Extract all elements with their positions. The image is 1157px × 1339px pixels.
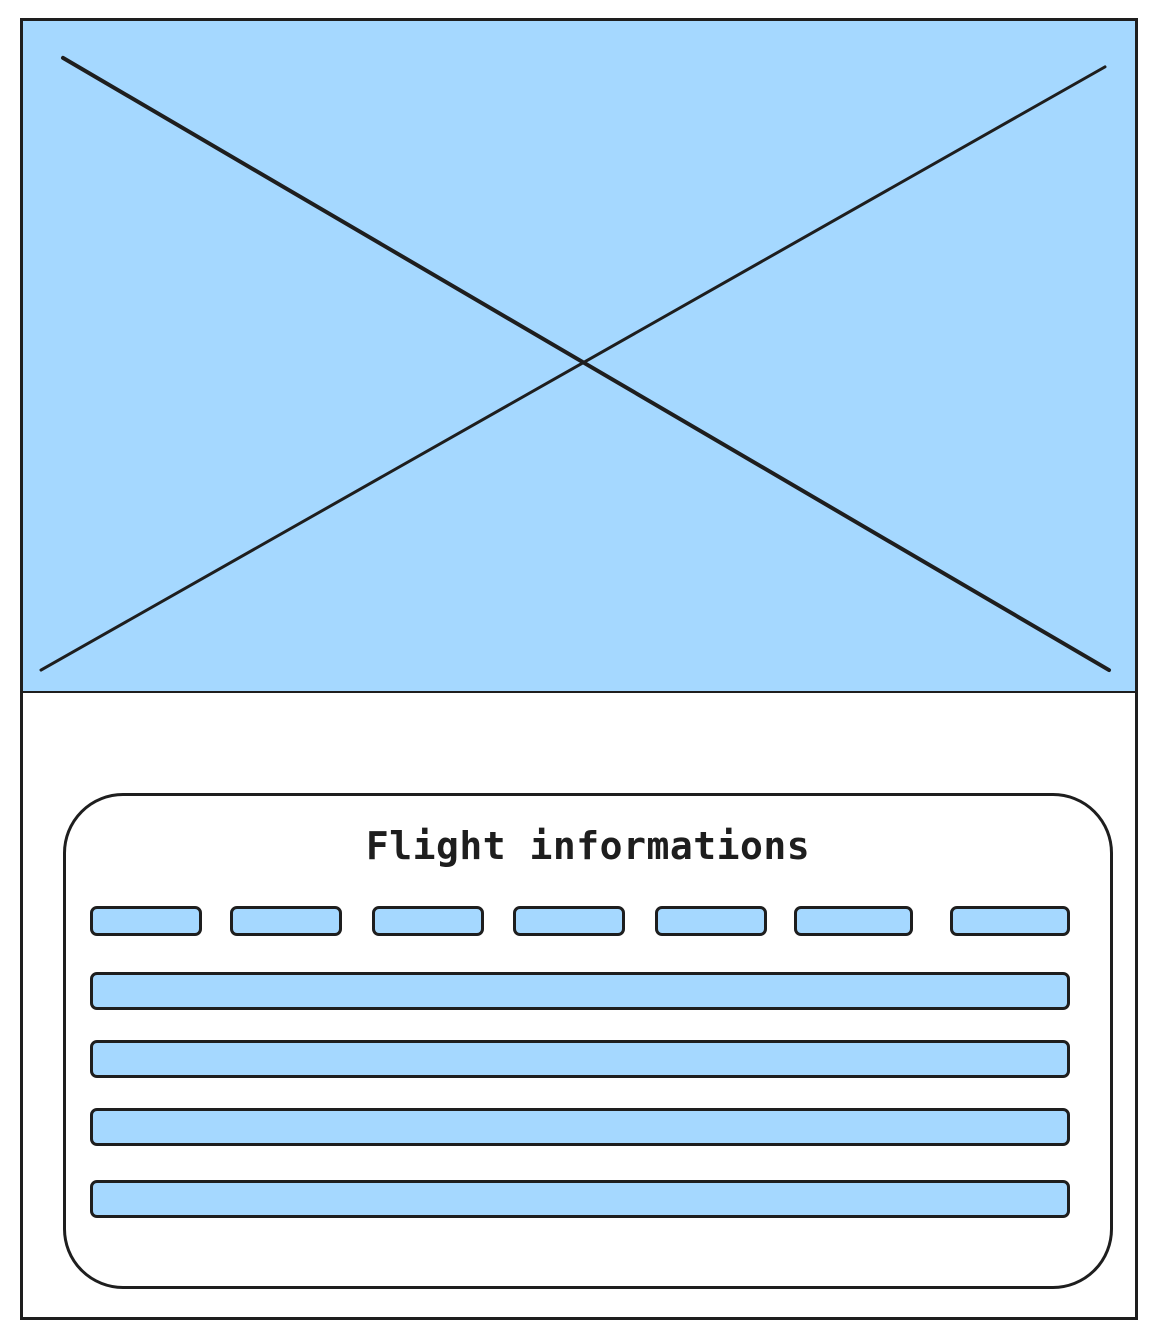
image-placeholder-icon [39,55,1111,673]
tab-placeholder[interactable] [950,906,1070,936]
tab-placeholder[interactable] [513,906,625,936]
hero-image-placeholder [23,21,1135,693]
tab-placeholder[interactable] [794,906,913,936]
tab-placeholder[interactable] [372,906,484,936]
wireframe-frame: Flight informations [20,18,1138,1320]
info-row-placeholder [90,1108,1070,1146]
info-row-placeholder [90,972,1070,1010]
flight-info-card: Flight informations [63,793,1113,1289]
info-row-placeholder [90,1180,1070,1218]
tab-placeholder[interactable] [655,906,767,936]
tab-placeholder[interactable] [230,906,342,936]
tab-placeholder-row [90,906,1072,938]
info-row-placeholder [90,1040,1070,1078]
tab-placeholder[interactable] [90,906,202,936]
card-title: Flight informations [365,824,811,868]
